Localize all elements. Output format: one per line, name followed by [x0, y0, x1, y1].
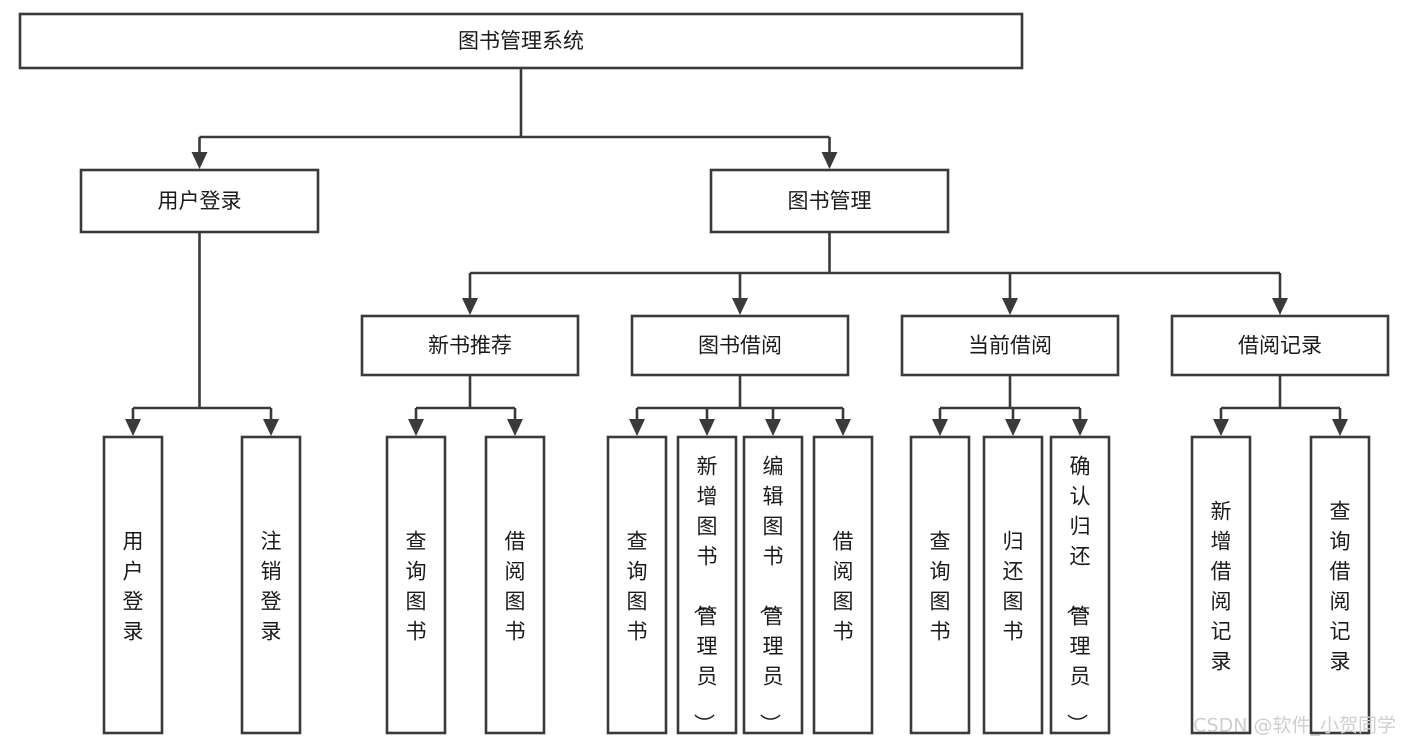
leaf-logout-label: 注销登录: [261, 529, 282, 643]
leaf-add-book-admin-label: 新增图书（管理员）: [692, 454, 718, 734]
leaf-edit-book-admin-rect[interactable]: [742, 435, 804, 735]
leaf-user-login-rect[interactable]: [102, 435, 164, 735]
arrow-head-icon: [408, 419, 424, 436]
leaf-borrow-book-2[interactable]: 借阅图书: [812, 435, 874, 735]
node-borrow-record[interactable]: 借阅记录: [1170, 314, 1390, 377]
arrow-head-icon: [732, 298, 748, 315]
node-book-management-label: 图书管理: [788, 189, 872, 213]
leaf-borrow-book-1-label: 借阅图书: [505, 529, 526, 643]
node-book-management[interactable]: 图书管理: [709, 168, 950, 234]
leaf-return-book[interactable]: 归还图书: [982, 435, 1044, 735]
leaf-add-record[interactable]: 新增借阅记录: [1190, 435, 1252, 735]
leaf-query-book-3-label: 查询图书: [930, 529, 951, 643]
node-new-book-recommendation[interactable]: 新书推荐: [360, 314, 580, 377]
connector-layer: [125, 68, 1348, 436]
leaf-add-record-rect[interactable]: [1190, 435, 1252, 735]
arrow-head-icon: [821, 152, 838, 169]
leaf-return-book-label: 归还图书: [1003, 529, 1024, 643]
leaf-query-book-2-rect[interactable]: [606, 435, 668, 735]
arrow-head-icon: [699, 419, 715, 436]
leaf-confirm-return-rect[interactable]: [1049, 435, 1111, 735]
leaf-query-book-1-rect[interactable]: [385, 435, 447, 735]
csdn-watermark: CSDN @软件_小贺同学: [1193, 715, 1396, 737]
leaf-borrow-book-1[interactable]: 借阅图书: [484, 435, 546, 735]
arrow-head-icon: [125, 419, 141, 436]
node-root-label: 图书管理系统: [458, 29, 584, 53]
leaf-query-record[interactable]: 查询借阅记录: [1309, 435, 1371, 735]
leaf-return-book-rect[interactable]: [982, 435, 1044, 735]
arrow-head-icon: [1072, 419, 1088, 436]
arrow-head-icon: [462, 298, 478, 315]
arrow-head-icon: [1002, 298, 1018, 315]
leaf-query-book-3[interactable]: 查询图书: [909, 435, 971, 735]
leaf-borrow-book-1-rect[interactable]: [484, 435, 546, 735]
leaf-query-book-1[interactable]: 查询图书: [385, 435, 447, 735]
leaf-query-record-rect[interactable]: [1309, 435, 1371, 735]
node-user-login-label: 用户登录: [158, 189, 242, 213]
node-root-rect[interactable]: [18, 12, 1024, 70]
arrow-head-icon: [191, 152, 208, 169]
leaf-user-login[interactable]: 用户登录: [102, 435, 164, 735]
leaf-add-record-label: 新增借阅记录: [1211, 499, 1232, 673]
arrow-head-icon: [1213, 419, 1229, 436]
leaf-borrow-book-2-rect[interactable]: [812, 435, 874, 735]
leaf-add-book-admin-rect[interactable]: [676, 435, 738, 735]
leaf-add-book-admin[interactable]: 新增图书（管理员）: [676, 435, 738, 735]
node-book-borrowing-rect[interactable]: [630, 314, 850, 377]
node-root[interactable]: 图书管理系统: [18, 12, 1024, 70]
node-current-borrowing[interactable]: 当前借阅: [900, 314, 1120, 377]
leaf-user-login-label: 用户登录: [123, 529, 144, 643]
leaf-logout[interactable]: 注销登录: [240, 435, 302, 735]
node-current-borrowing-label: 当前借阅: [968, 334, 1052, 358]
leaf-query-book-1-label: 查询图书: [406, 529, 427, 643]
leaf-confirm-return-label: 确认归还（管理员）: [1065, 454, 1091, 734]
node-user-login[interactable]: 用户登录: [79, 168, 320, 234]
arrow-head-icon: [1005, 419, 1021, 436]
arrow-head-icon: [629, 419, 645, 436]
leaf-query-book-2-label: 查询图书: [627, 529, 648, 643]
arrow-head-icon: [263, 419, 279, 436]
leaf-logout-rect[interactable]: [240, 435, 302, 735]
leaf-confirm-return[interactable]: 确认归还（管理员）: [1049, 435, 1111, 735]
node-book-management-rect[interactable]: [709, 168, 950, 234]
node-borrow-record-rect[interactable]: [1170, 314, 1390, 377]
node-book-borrowing-label: 图书借阅: [698, 334, 782, 358]
node-new-book-recommendation-label: 新书推荐: [428, 334, 512, 358]
arrow-head-icon: [1332, 419, 1348, 436]
leaf-query-book-2[interactable]: 查询图书: [606, 435, 668, 735]
leaf-query-record-label: 查询借阅记录: [1330, 499, 1351, 673]
leaf-edit-book-admin[interactable]: 编辑图书（管理员）: [742, 435, 804, 735]
arrow-head-icon: [1272, 298, 1288, 315]
arrow-head-icon: [765, 419, 781, 436]
node-book-borrowing[interactable]: 图书借阅: [630, 314, 850, 377]
leaf-borrow-book-2-label: 借阅图书: [833, 529, 854, 643]
arrow-head-icon: [932, 419, 948, 436]
arrow-head-icon: [507, 419, 523, 436]
node-current-borrowing-rect[interactable]: [900, 314, 1120, 377]
node-layer: 图书管理系统用户登录图书管理新书推荐图书借阅当前借阅借阅记录用户登录注销登录查询…: [18, 12, 1390, 735]
leaf-edit-book-admin-label: 编辑图书（管理员）: [758, 454, 784, 734]
node-user-login-rect[interactable]: [79, 168, 320, 234]
node-new-book-recommendation-rect[interactable]: [360, 314, 580, 377]
arrow-head-icon: [835, 419, 851, 436]
leaf-query-book-3-rect[interactable]: [909, 435, 971, 735]
node-borrow-record-label: 借阅记录: [1238, 334, 1322, 358]
